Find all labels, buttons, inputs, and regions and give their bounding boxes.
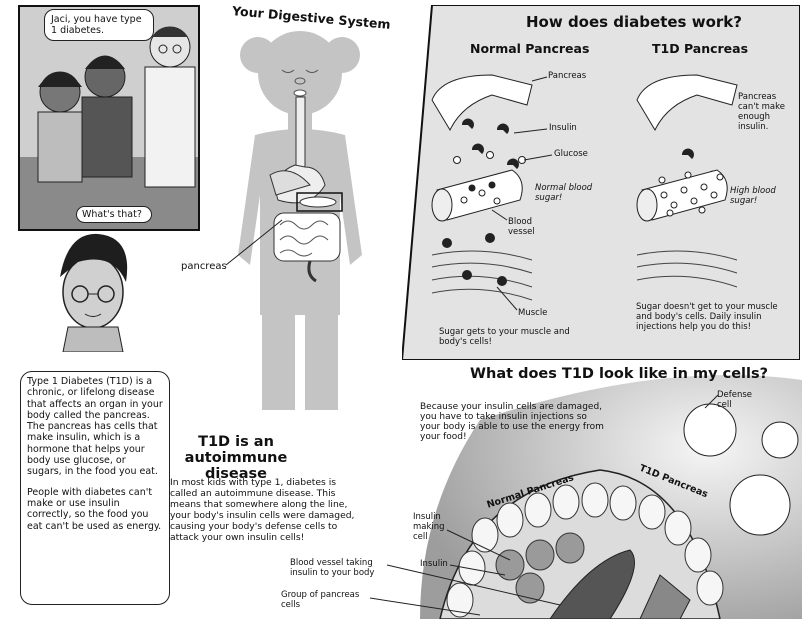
speech-bubble-doctor: Jaci, you have type 1 diabetes.: [44, 9, 154, 41]
speech-bubble-kid: What's that?: [76, 206, 152, 223]
insulin-label: Insulin: [549, 123, 577, 133]
cells-panel-intro: Because your insulin cells are damaged, …: [420, 402, 604, 442]
comic-illustration: [20, 7, 198, 229]
explanation-paragraph-2: People with diabetes can't make or use i…: [27, 486, 162, 532]
how-panel-background: [402, 5, 800, 360]
blood-vessel-label: Blood vessel: [508, 217, 535, 237]
pancreas-label-normal: Pancreas: [548, 71, 587, 81]
how-panel-title: How does diabetes work?: [526, 13, 742, 31]
defense-cell-label: Defense cell: [717, 390, 753, 410]
insulin-making-cell-label: Insulin making cell: [413, 512, 445, 542]
cells-panel-title: What does T1D look like in my cells?: [470, 366, 769, 382]
body-silhouette: [225, 31, 362, 410]
explanation-bubble: Type 1 Diabetes (T1D) is a chronic, or l…: [20, 371, 170, 605]
t1d-pancreas-heading: T1D Pancreas: [652, 41, 749, 56]
cant-make-insulin-label: Pancreas can't make enough insulin.: [738, 92, 785, 132]
how-diabetes-panel: How does diabetes work? Normal Pancreas …: [402, 5, 800, 360]
muscle-label: Muscle: [518, 308, 548, 318]
speech-text-kid: What's that?: [82, 209, 142, 220]
speech-text-doctor: Jaci, you have type 1 diabetes.: [51, 14, 142, 36]
group-pancreas-cells-label: Group of pancreas cells: [281, 590, 360, 610]
cells-insulin-label: Insulin: [420, 559, 448, 569]
t1d-caption: Sugar doesn't get to your muscle and bod…: [636, 302, 778, 332]
comic-panel: Jaci, you have type 1 diabetes. What's t…: [18, 5, 200, 231]
normal-caption: Sugar gets to your muscle and body's cel…: [439, 327, 570, 347]
explanation-paragraph-1: Type 1 Diabetes (T1D) is a chronic, or l…: [27, 376, 163, 478]
normal-sugar-label: Normal blood sugar!: [535, 183, 593, 203]
autoimmune-title: T1D is an autoimmune disease: [184, 434, 288, 482]
pancreas-label: pancreas: [181, 261, 227, 272]
blood-vessel-cells-label: Blood vessel taking insulin to your body: [290, 558, 375, 578]
cells-illustration: [369, 375, 802, 619]
normal-pancreas-heading: Normal Pancreas: [470, 41, 590, 56]
high-sugar-label: High blood sugar!: [730, 186, 776, 206]
boy-portrait: [60, 233, 128, 352]
glucose-label: Glucose: [554, 149, 588, 159]
autoimmune-body: In most kids with type 1, diabetes is ca…: [170, 477, 355, 543]
